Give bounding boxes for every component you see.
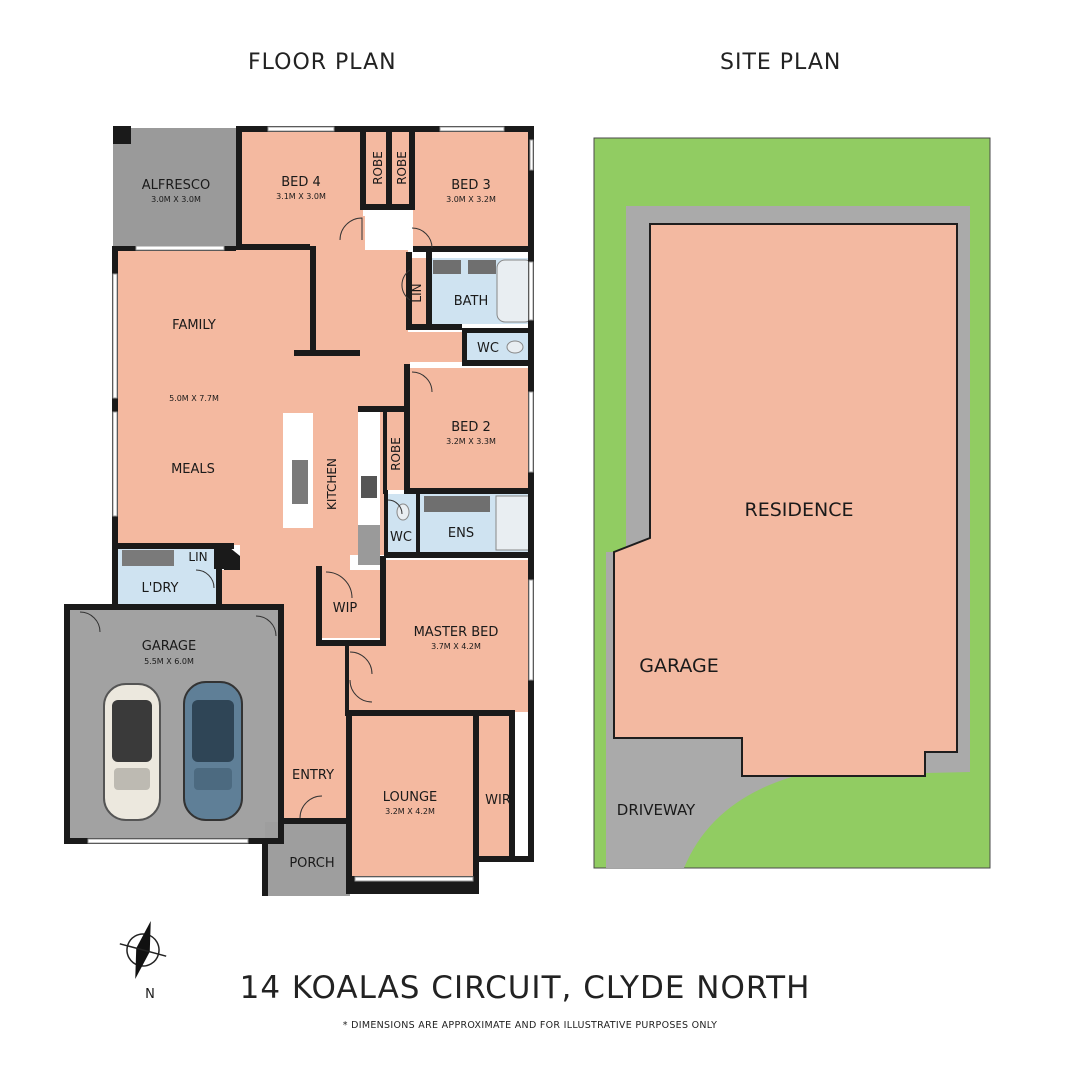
compass-icon bbox=[119, 921, 167, 979]
car-blue-icon bbox=[183, 681, 243, 821]
alfresco-dims: 3.0M X 3.0M bbox=[151, 195, 201, 204]
garage-area bbox=[66, 608, 282, 842]
lounge-label: LOUNGE bbox=[383, 790, 438, 805]
ens-vanity-icon bbox=[424, 496, 490, 512]
bed2-dims: 3.2M X 3.3M bbox=[446, 437, 496, 446]
lin-hall-area bbox=[408, 258, 428, 324]
site-residence-label: RESIDENCE bbox=[745, 499, 854, 521]
site-garage-label: GARAGE bbox=[639, 655, 719, 677]
lounge-dims: 3.2M X 4.2M bbox=[385, 807, 435, 816]
family-label: FAMILY bbox=[172, 318, 216, 333]
bed4-area bbox=[240, 131, 363, 247]
laundry-label: L'DRY bbox=[142, 581, 179, 596]
door-swings bbox=[79, 217, 433, 819]
room-labels: ALFRESCO 3.0M X 3.0M BED 4 3.1M X 3.0M R… bbox=[142, 151, 511, 1002]
bed3-area bbox=[413, 131, 532, 250]
wc-main-label: WC bbox=[477, 341, 499, 356]
meals-label: MEALS bbox=[171, 462, 215, 477]
site-plan-heading: SITE PLAN bbox=[720, 50, 842, 75]
lin-laundry-area bbox=[178, 546, 214, 568]
kitchen-sink-icon bbox=[292, 460, 308, 504]
cooktop-icon bbox=[361, 476, 377, 498]
lounge-area bbox=[350, 716, 476, 878]
toilet-icon bbox=[506, 340, 524, 354]
ens-shower-icon bbox=[495, 495, 533, 551]
wir-label: WIR bbox=[485, 793, 511, 808]
family-dims: 5.0M X 7.7M bbox=[169, 394, 219, 403]
compass-n-label: N bbox=[145, 987, 155, 1002]
wip-label: WIP bbox=[333, 601, 358, 616]
bed2-label: BED 2 bbox=[451, 420, 491, 435]
floor-plan-heading: FLOOR PLAN bbox=[248, 50, 397, 75]
master-label: MASTER BED bbox=[414, 625, 499, 640]
wir-area bbox=[480, 716, 510, 858]
wc-ens-label: WC bbox=[390, 530, 412, 545]
site-driveway-label: DRIVEWAY bbox=[617, 801, 696, 819]
toilet-icon-ens bbox=[396, 503, 410, 521]
property-address: 14 KOALAS CIRCUIT, CLYDE NORTH bbox=[239, 970, 811, 1006]
floor-plan bbox=[64, 126, 534, 979]
laundry-tub-icon bbox=[122, 550, 174, 566]
site-plan bbox=[593, 137, 991, 869]
wip-area bbox=[322, 570, 382, 638]
windows bbox=[87, 126, 534, 882]
porch-label: PORCH bbox=[289, 856, 334, 871]
robe-a-label: ROBE bbox=[371, 151, 385, 185]
lin-hall-label: LIN bbox=[410, 283, 424, 302]
kitchen-label: KITCHEN bbox=[325, 458, 339, 510]
garage-dims: 5.5M X 6.0M bbox=[144, 657, 194, 666]
robe-bed2-label: ROBE bbox=[389, 437, 403, 471]
master-area bbox=[385, 560, 531, 712]
bath-vanity-icon bbox=[433, 260, 461, 274]
robe-bed2-area bbox=[385, 410, 407, 490]
garage-label: GARAGE bbox=[142, 639, 196, 654]
bed4-label: BED 4 bbox=[281, 175, 321, 190]
car-white-icon bbox=[103, 683, 161, 821]
fridge-space bbox=[358, 525, 380, 565]
bath-vanity-icon-2 bbox=[468, 260, 496, 274]
bath-label: BATH bbox=[454, 294, 489, 309]
robe-a-area bbox=[365, 131, 389, 207]
entry-label: ENTRY bbox=[292, 768, 334, 783]
bed3-dims: 3.0M X 3.2M bbox=[446, 195, 496, 204]
robe-b-area bbox=[391, 131, 413, 207]
master-dims: 3.7M X 4.2M bbox=[431, 642, 481, 651]
bed4-dims: 3.1M X 3.0M bbox=[276, 192, 326, 201]
bathtub-icon bbox=[496, 259, 534, 323]
ens-label: ENS bbox=[448, 526, 474, 541]
disclaimer-text: * DIMENSIONS ARE APPROXIMATE AND FOR ILL… bbox=[342, 1020, 718, 1031]
alfresco-label: ALFRESCO bbox=[142, 178, 210, 193]
lin-laundry-label: LIN bbox=[188, 550, 207, 564]
robe-b-label: ROBE bbox=[395, 151, 409, 185]
bed3-label: BED 3 bbox=[451, 178, 491, 193]
site-residence bbox=[613, 223, 958, 777]
site-labels: RESIDENCE GARAGE DRIVEWAY bbox=[617, 499, 854, 819]
bed2-area bbox=[408, 368, 532, 490]
alfresco-area bbox=[113, 128, 239, 246]
